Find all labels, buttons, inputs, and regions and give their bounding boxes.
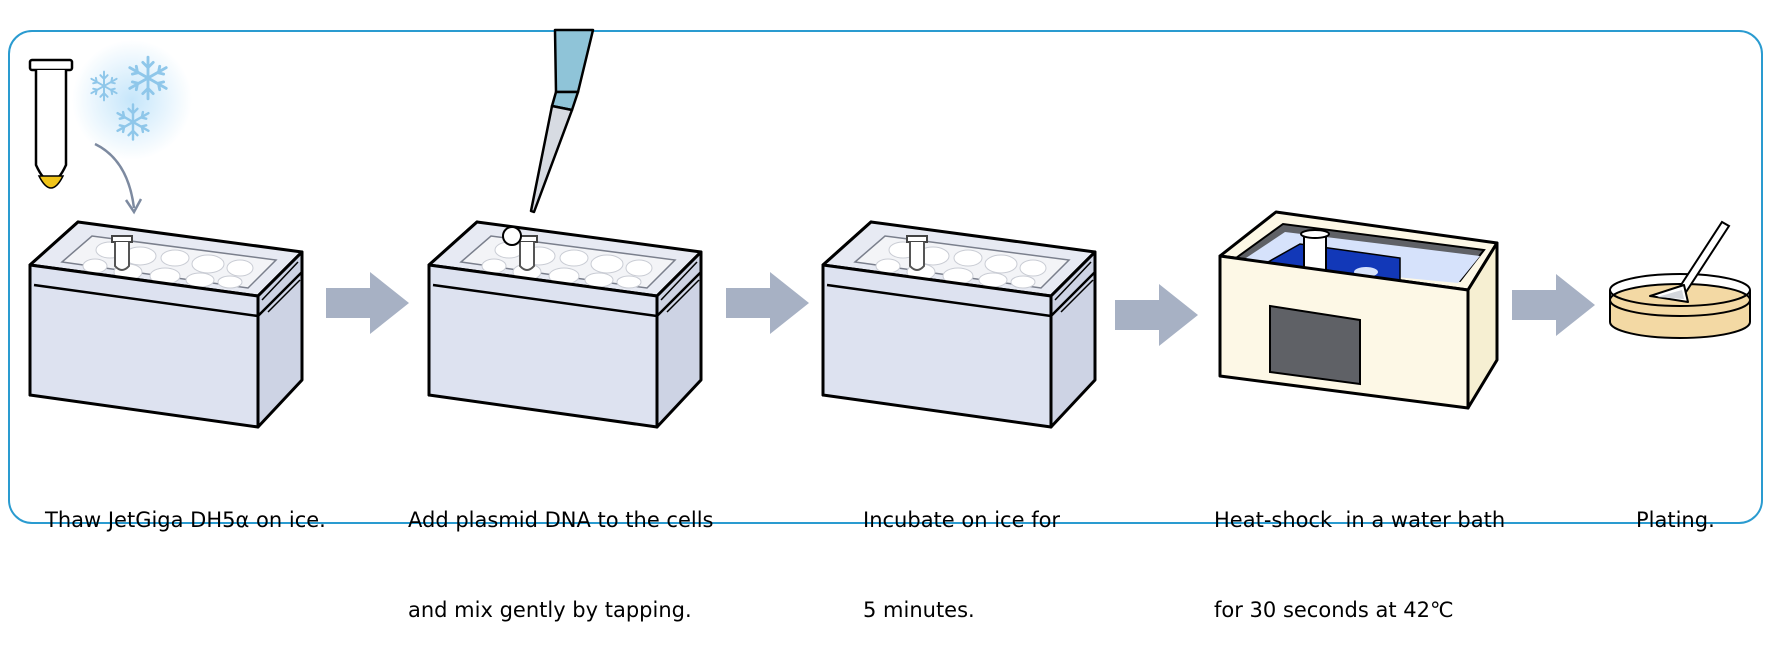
step3-line2: 5 minutes. [863, 598, 975, 622]
step3-line1: Incubate on ice for [863, 508, 1061, 532]
ice-box-1 [28, 220, 304, 429]
step2-illustration [427, 28, 703, 429]
step5-line1: Plating. [1636, 508, 1715, 532]
step3-illustration [821, 220, 1097, 429]
cell-spreader-icon [1649, 220, 1731, 303]
step2-line1: Add plasmid DNA to the cells [408, 508, 714, 532]
snowflake-icon [72, 40, 192, 160]
tube-in-ice-1 [111, 235, 133, 271]
step4-caption: Heat-shock in a water bath for 30 second… [1214, 445, 1505, 655]
step-arrow-3 [1115, 284, 1198, 346]
step2-caption: Add plasmid DNA to the cells and mix gen… [408, 445, 714, 655]
pipette-icon [529, 28, 595, 214]
ice-box-2 [427, 220, 703, 429]
step-arrow-2 [726, 272, 809, 334]
control-panel [1269, 304, 1361, 386]
step1-caption: Thaw JetGiga DH5α on ice. [45, 445, 326, 565]
step-arrow-1 [326, 272, 409, 334]
step1-line1: Thaw JetGiga DH5α on ice. [45, 508, 326, 532]
protocol-illustration [28, 28, 1751, 429]
petri-dish-icon [1609, 273, 1751, 339]
outer-frame [8, 30, 1763, 524]
ice-box-3 [821, 220, 1097, 429]
step5-caption: Plating. [1636, 445, 1715, 565]
step1-illustration [28, 40, 304, 429]
water-bath-icon [1218, 210, 1499, 410]
step4-line2: for 30 seconds at 42℃ [1214, 598, 1454, 622]
step3-caption: Incubate on ice for 5 minutes. [863, 445, 1060, 655]
microtube-icon [28, 58, 74, 189]
step4-line1: Heat-shock in a water bath [1214, 508, 1506, 532]
step2-line2: and mix gently by tapping. [408, 598, 692, 622]
curved-arrow-icon [94, 142, 136, 209]
step-arrow-4 [1512, 274, 1595, 336]
tube-in-ice-3 [906, 235, 928, 271]
